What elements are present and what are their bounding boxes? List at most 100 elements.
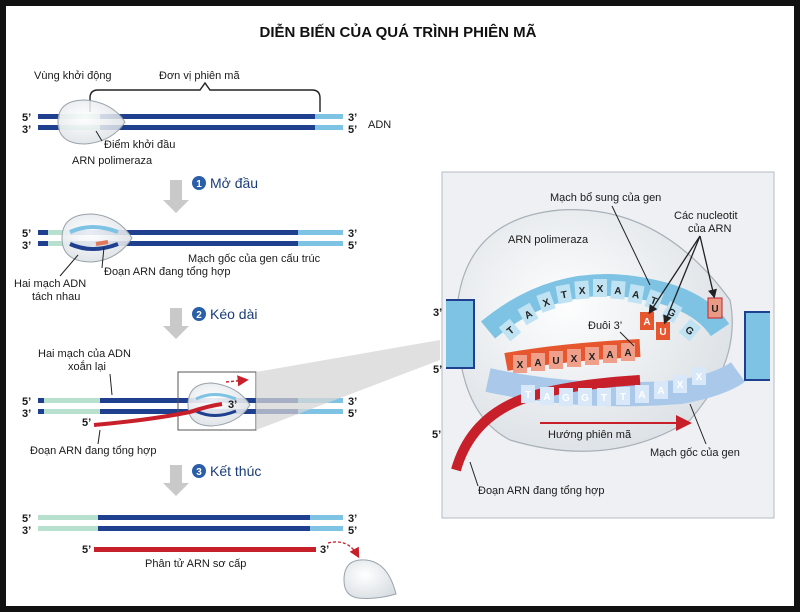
step-3-label: Kết thúc: [210, 463, 261, 479]
svg-text:3’: 3’: [22, 408, 31, 420]
rna-base: X: [589, 352, 596, 363]
zoom-dna-right: [744, 311, 770, 381]
rna-base: A: [624, 348, 631, 359]
template-base: A: [543, 392, 550, 403]
rna-base-box: [585, 347, 599, 365]
p2-rna-label: Đoạn ARN đang tổng hợp: [104, 266, 230, 278]
rna-base: U: [552, 356, 559, 367]
coding-base-box: [627, 283, 645, 305]
template-base: T: [525, 390, 531, 401]
template-base-box: [597, 388, 611, 406]
svg-text:5’: 5’: [22, 396, 31, 408]
released-polymerase: [343, 559, 397, 599]
coding-base-box: [555, 283, 573, 305]
template-base: G: [581, 393, 589, 404]
rna-base: X: [517, 360, 524, 371]
step-2-arrow: [163, 308, 189, 339]
svg-text:5’: 5’: [432, 429, 441, 441]
coding-base: A: [631, 289, 640, 301]
template-base-box: [540, 387, 554, 405]
nucleotides-label-2: của ARN: [688, 223, 731, 235]
p4-dna-top: [38, 515, 343, 520]
coding-strand-label: Mạch bổ sung của gen: [550, 192, 661, 204]
template-base: X: [696, 372, 703, 383]
direction-label: Hướng phiên mã: [548, 429, 632, 441]
step-3: 3 Kết thúc: [163, 463, 261, 496]
template-base-box: [616, 387, 630, 405]
p2-dna-top: [38, 230, 343, 235]
coding-base: X: [597, 284, 604, 295]
p2-template-label: Mạch gốc của gen cấu trúc: [188, 253, 321, 265]
coding-base-box: [593, 279, 607, 297]
svg-text:3’: 3’: [348, 513, 357, 525]
template-base: T: [620, 392, 626, 403]
rna-base-box: [513, 355, 527, 373]
template-base-box: [635, 385, 649, 403]
template-base-box: [559, 388, 573, 406]
template-base: X: [677, 380, 684, 391]
free-nt-a: [640, 312, 654, 330]
p3-rewind-label-2: xoắn lại: [68, 360, 106, 373]
step-1-arrow: [163, 180, 189, 213]
figure-title: DIỄN BIẾN CỦA QUÁ TRÌNH PHIÊN MÃ: [260, 23, 537, 41]
nucleotides-label: Các nucleotit: [674, 210, 738, 222]
svg-text:3’: 3’: [348, 228, 357, 240]
svg-text:3’: 3’: [348, 396, 357, 408]
panel-3: Hai mạch của ADN xoắn lại 5’ 3’ 3’ 5’ 3’…: [22, 348, 357, 457]
p1-dna-bottom: [38, 125, 343, 130]
template-base-box: [578, 388, 592, 406]
template-base-box: [521, 385, 535, 403]
step-3-arrow: [163, 465, 189, 496]
svg-text:1: 1: [196, 179, 202, 190]
coding-base: A: [523, 309, 535, 322]
primary-rna-strand: [94, 547, 316, 552]
coding-base: T: [505, 325, 517, 337]
step-1-label: Mở đầu: [210, 175, 258, 191]
svg-text:3’: 3’: [228, 399, 237, 411]
step-2-icon: [192, 307, 206, 321]
step-1-icon: [192, 176, 206, 190]
svg-text:3’: 3’: [320, 544, 329, 556]
coding-base-box: [574, 280, 590, 300]
p1-five-bottom: 5’: [348, 124, 357, 136]
p3-rna-strand: [93, 402, 223, 427]
template-base: T: [601, 393, 607, 404]
panel-2: 5’ 3’ 3’ 5’ Mạch gốc của gen cấu trúc Ha…: [14, 213, 357, 303]
svg-text:3’: 3’: [22, 240, 31, 252]
template-base-box: [673, 375, 687, 393]
template-base: A: [638, 390, 645, 401]
zoom-dna-left: [446, 299, 475, 369]
coding-base-box: [678, 318, 702, 342]
step-1: 1 Mở đầu: [163, 175, 258, 213]
free-nt-u1: [656, 322, 670, 340]
coding-base: T: [560, 290, 568, 302]
svg-text:A: A: [643, 317, 650, 328]
start-point-label: Điểm khởi đầu: [104, 139, 175, 151]
svg-text:5’: 5’: [22, 228, 31, 240]
p4-dna-bottom: [38, 526, 343, 531]
rna-base-box: [531, 353, 545, 371]
unit-brace: [89, 81, 321, 112]
rna-base-box: [621, 343, 635, 361]
svg-text:5’: 5’: [22, 513, 31, 525]
panel-4: 5’ 3’ 3’ 5’ 5’ 3’ Phân tử ARN sơ cấp: [22, 513, 397, 599]
p3-rna-label: Đoạn ARN đang tổng hợp: [30, 445, 156, 457]
p1-five-top: 5’: [22, 112, 31, 124]
p2-separated-label: Hai mạch ADN: [14, 278, 86, 290]
p1-three-top: 3’: [348, 112, 357, 124]
zoom-rna-label: Đoạn ARN đang tổng hợp: [478, 485, 604, 497]
p1-polymerase-shape: [57, 99, 126, 145]
coding-base: T: [649, 295, 659, 307]
p2-dna-bottom: [38, 241, 343, 246]
dna-label: ADN: [368, 119, 391, 131]
rna-base: A: [606, 350, 613, 361]
template-base-box: [654, 381, 668, 399]
zoom-connector: [256, 340, 440, 430]
svg-text:2: 2: [196, 310, 202, 321]
step-2-label: Kéo dài: [210, 306, 257, 322]
zoom-rna-exit: [451, 375, 641, 472]
p1-three-bottom: 3’: [22, 124, 31, 136]
